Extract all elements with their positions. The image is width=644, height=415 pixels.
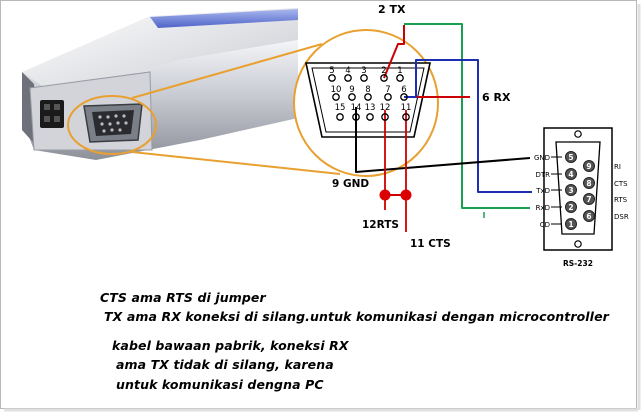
rs232-pin-number: 2	[568, 203, 573, 212]
tx-wire	[383, 25, 405, 79]
db15-pin-label: 11	[401, 103, 412, 113]
db15-pin-label: 14	[351, 103, 362, 113]
label-tx: 2 TX	[378, 3, 406, 16]
note-factory-cable-1: kabel bawaan pabrik, koneksi RX	[112, 338, 349, 353]
db15-pin-label: 12	[380, 103, 391, 113]
rs232-pin-number: 7	[586, 195, 591, 204]
rs232-pin	[565, 151, 577, 163]
rs232-left-label: GND	[534, 154, 550, 162]
rs232-pin-number: 3	[568, 186, 573, 195]
rs232-left-label: RxD	[536, 204, 550, 212]
rs232-pin-number: 9	[586, 162, 591, 171]
db15-pin-label: 6	[401, 85, 406, 95]
rs232-pin	[583, 193, 595, 205]
label-cts: 11 CTS	[410, 238, 451, 250]
label-gnd: 9 GND	[332, 178, 369, 190]
note-factory-cable-2: ama TX tidak di silang, karena	[116, 357, 334, 372]
note-factory-cable-3: untuk komunikasi dengna PC	[116, 377, 324, 392]
label-rts: 12RTS	[362, 219, 399, 231]
db15-pin-label: 7	[385, 85, 390, 95]
callout-line-top	[131, 43, 323, 99]
rts-junction	[379, 189, 391, 201]
rs232-pin-number: 5	[568, 153, 573, 162]
db15-pin-label: 15	[335, 103, 346, 113]
db15-pin-label: 1	[397, 66, 402, 76]
rs232-title: RS-232	[563, 259, 593, 268]
callout-line-bottom	[131, 151, 341, 175]
db15-pin-label: 4	[345, 66, 350, 76]
rs232-pin	[583, 177, 595, 189]
green-wire	[404, 23, 530, 209]
rs232-left-label: DTR	[535, 171, 550, 179]
rs232-pin-number: 8	[586, 179, 591, 188]
rs232-pin	[565, 168, 577, 180]
rs232-pin	[583, 210, 595, 222]
db15-pin-label: 9	[349, 85, 354, 95]
rs232-pin	[565, 184, 577, 196]
rs232-pin-number: 1	[568, 220, 573, 229]
db15-pin-label: 3	[361, 66, 366, 76]
rs232-pin-number: 6	[586, 212, 591, 221]
rs232-right-label: RTS	[614, 196, 628, 204]
rs232-pin	[565, 201, 577, 213]
gnd-wire	[355, 107, 531, 173]
rs232-left-label: TxD	[535, 187, 550, 195]
blue-wire	[404, 59, 532, 193]
modem-photo	[2, 2, 298, 174]
rs232-pin-number: 4	[568, 170, 573, 179]
note-crossover: TX ama RX koneksi di silang.untuk komuni…	[104, 309, 609, 324]
db15-pin-label: 13	[365, 103, 376, 113]
cts-junction	[400, 189, 412, 201]
db15-pin-label: 5	[329, 66, 334, 76]
db15-pin-label: 2	[381, 66, 386, 76]
rs232-pin	[583, 160, 595, 172]
rs232-right-label: CTS	[614, 180, 628, 188]
db15-pin-label: 10	[331, 85, 342, 95]
rs232-connector: 5 4 3 2 1 9 8 7 6 GND DTR TxD RxD CD RI CTS RTS DSR RS-2…	[534, 127, 629, 268]
note-jumper: CTS ama RTS di jumper	[100, 290, 266, 305]
rs232-right-label: RI	[614, 163, 621, 171]
rs232-right-label: DSR	[614, 213, 629, 221]
rs232-pin	[565, 218, 577, 230]
db15-pin-label: 8	[365, 85, 370, 95]
label-rx: 6 RX	[482, 91, 511, 104]
rs232-left-label: CD	[540, 221, 550, 229]
